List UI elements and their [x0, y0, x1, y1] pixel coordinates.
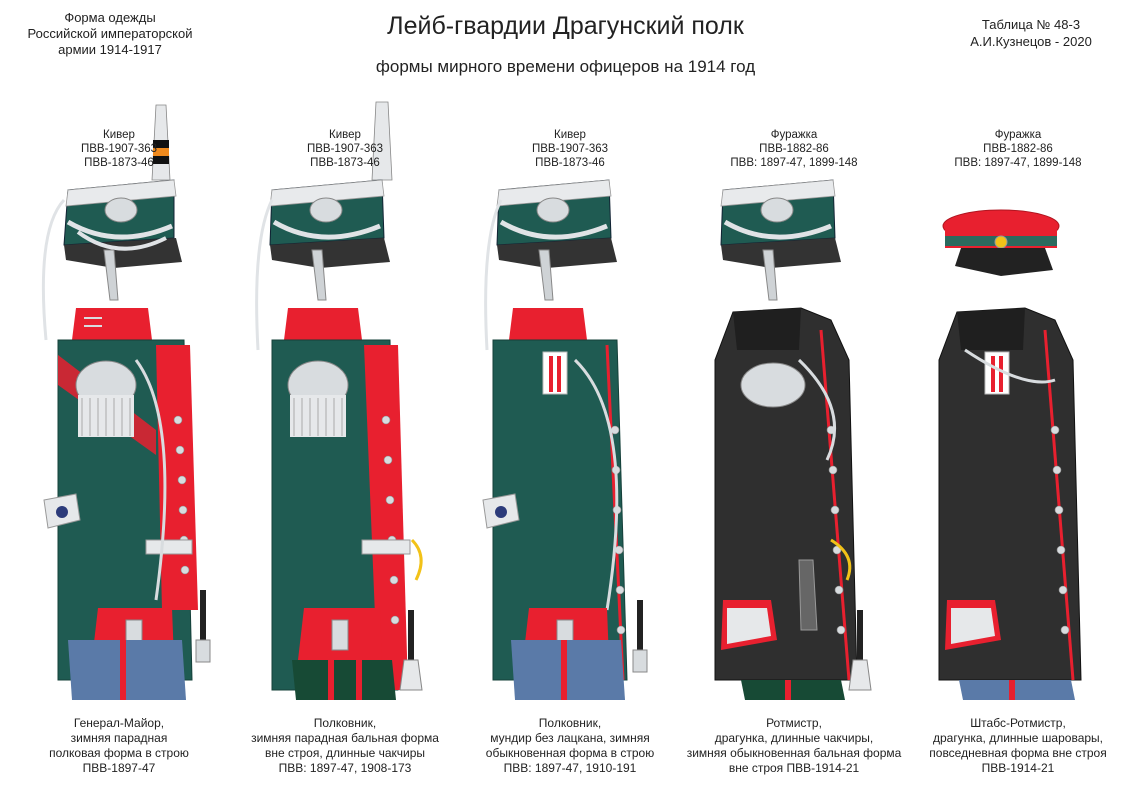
rotmistr-uniform-illustration [714, 179, 872, 700]
headwear-ref-1: ПВВ-1907-363 [531, 143, 609, 155]
colonel-ordinary-uniform-illustration [482, 179, 648, 700]
headwear-ref-1: ПВВ-1882-86 [759, 143, 829, 155]
headwear-type: Фуражка [994, 129, 1042, 141]
headwear-ref-2: ПВВ-1873-46 [535, 157, 605, 169]
series-title-line-1: Форма одежды [64, 10, 156, 25]
figure-rotmistr: Фуражка ПВВ-1882-86 ПВВ: 1897-47, 1899-1… [681, 0, 907, 800]
page-header: Лейб-гвардии Драгунский полк формы мирно… [260, 6, 871, 78]
headwear-type: Фуражка [770, 129, 818, 141]
caption-rank: Полковник, [313, 716, 377, 730]
author-credit: А.И.Кузнецов - 2020 [970, 34, 1092, 49]
headwear-ref-2: ПВВ: 1897-47, 1899-148 [730, 157, 858, 169]
figure-general-major: Кивер ПВВ-1907-363 ПВВ-1873-46 Генерал-М… [6, 0, 232, 800]
caption-line-2: зимняя парадная [70, 731, 168, 745]
headwear-ref-2: ПВВ-1873-46 [84, 157, 154, 169]
caption-rank: Штабс-Ротмистр, [970, 716, 1066, 730]
headwear-ref-1: ПВВ-1907-363 [306, 143, 384, 155]
headwear-label: Кивер ПВВ-1907-363 ПВВ-1873-46 [232, 128, 458, 170]
headwear-ref-1: ПВВ-1882-86 [983, 143, 1053, 155]
table-info: Таблица № 48-3 А.И.Кузнецов - 2020 [931, 16, 1131, 50]
caption-line-4: ПВВ: 1897-47, 1910-191 [503, 761, 637, 775]
figure-caption: Полковник, зимняя парадная бальная форма… [232, 716, 458, 776]
caption-line-2: драгунка, длинные шаровары, [933, 731, 1103, 745]
caption-line-3: обыкновенная форма в строю [485, 746, 655, 760]
headwear-type: Кивер [554, 129, 586, 141]
table-number: Таблица № 48-3 [981, 17, 1081, 32]
general-major-uniform-illustration [41, 104, 211, 700]
caption-line-3: повседневная форма вне строя [929, 746, 1107, 760]
caption-line-4: вне строя ПВВ-1914-21 [728, 761, 860, 775]
figure-caption: Штабс-Ротмистр, драгунка, длинные шарова… [905, 716, 1131, 776]
figure-caption: Полковник, мундир без лацкана, зимняя об… [457, 716, 683, 776]
headwear-ref-1: ПВВ-1907-363 [80, 143, 158, 155]
caption-line-3: вне строя, длинные чакчиры [264, 746, 426, 760]
headwear-label: Кивер ПВВ-1907-363 ПВВ-1873-46 [457, 128, 683, 170]
figure-colonel-ordinary: Кивер ПВВ-1907-363 ПВВ-1873-46 Полковник… [457, 0, 683, 800]
headwear-ref-2: ПВВ: 1897-47, 1899-148 [954, 157, 1082, 169]
caption-line-4: ПВВ-1897-47 [82, 761, 156, 775]
caption-rank: Генерал-Майор, [73, 716, 165, 730]
series-title-line-3: армии 1914-1917 [58, 42, 162, 57]
figure-shtabs-rotmistr: Фуражка ПВВ-1882-86 ПВВ: 1897-47, 1899-1… [905, 0, 1131, 800]
headwear-type: Кивер [329, 129, 361, 141]
caption-line-4: ПВВ-1914-21 [981, 761, 1055, 775]
figure-caption: Генерал-Майор, зимняя парадная полковая … [6, 716, 232, 776]
caption-line-2: зимняя парадная бальная форма [251, 731, 439, 745]
page-title: Лейб-гвардии Драгунский полк [387, 12, 744, 40]
figure-colonel-ball: Кивер ПВВ-1907-363 ПВВ-1873-46 Полковник… [232, 0, 458, 800]
headwear-label: Кивер ПВВ-1907-363 ПВВ-1873-46 [6, 128, 232, 170]
series-title: Форма одежды Российской императорской ар… [0, 10, 220, 58]
headwear-ref-2: ПВВ-1873-46 [310, 157, 380, 169]
colonel-ball-uniform-illustration [255, 101, 423, 700]
figure-caption: Ротмистр, драгунка, длинные чакчиры, зим… [681, 716, 907, 776]
caption-line-2: мундир без лацкана, зимняя [490, 731, 650, 745]
shtabs-rotmistr-uniform-illustration [938, 209, 1082, 700]
caption-line-3: полковая форма в строю [49, 746, 189, 760]
page-subtitle: формы мирного времени офицеров на 1914 г… [375, 57, 756, 76]
caption-line-4: ПВВ: 1897-47, 1908-173 [278, 761, 412, 775]
caption-line-2: драгунка, длинные чакчиры, [714, 731, 874, 745]
caption-rank: Ротмистр, [766, 716, 822, 730]
headwear-label: Фуражка ПВВ-1882-86 ПВВ: 1897-47, 1899-1… [681, 128, 907, 170]
caption-rank: Полковник, [538, 716, 602, 730]
caption-line-3: зимняя обыкновенная бальная форма [686, 746, 902, 760]
headwear-type: Кивер [103, 129, 135, 141]
headwear-label: Фуражка ПВВ-1882-86 ПВВ: 1897-47, 1899-1… [905, 128, 1131, 170]
series-title-line-2: Российской императорской [27, 26, 193, 41]
